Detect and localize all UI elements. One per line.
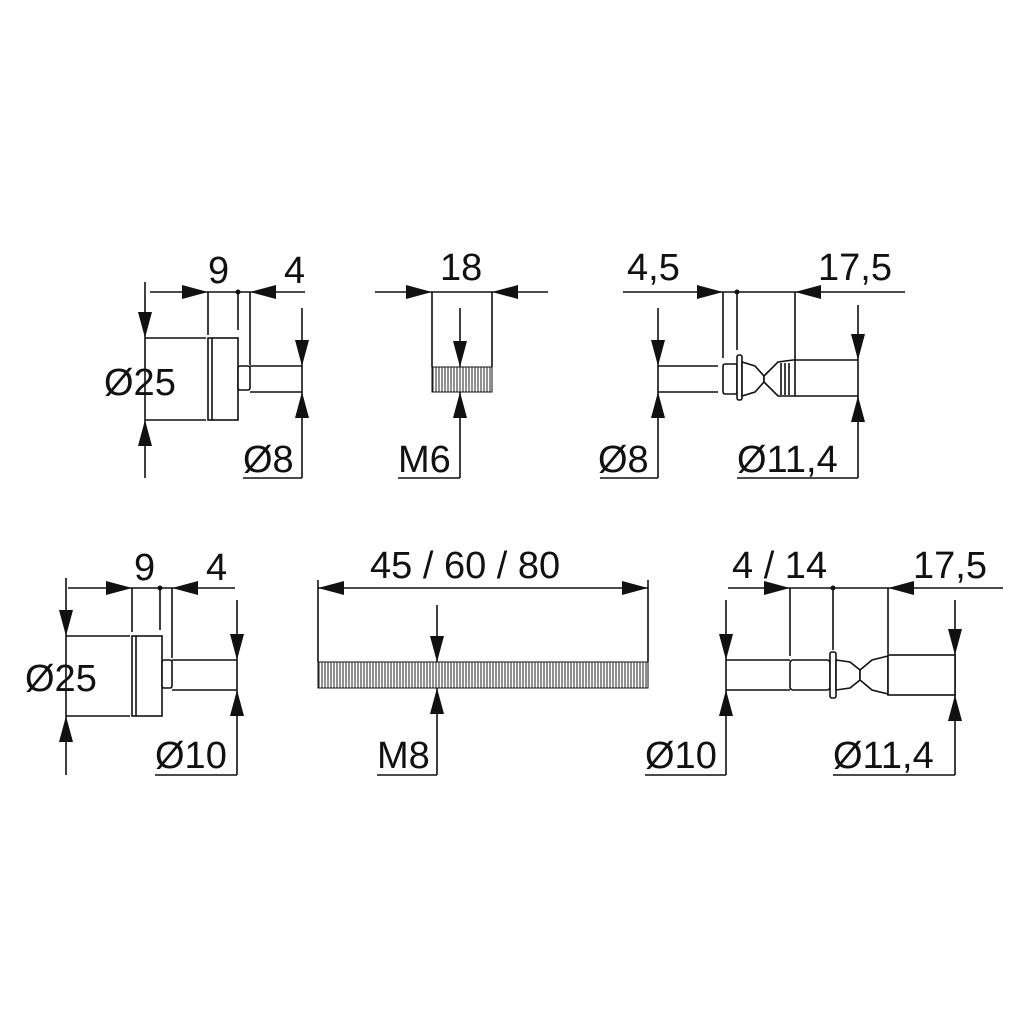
arrowhead-icon xyxy=(651,340,665,366)
arrowhead-icon xyxy=(948,629,962,655)
left-length-label: 4 / 14 xyxy=(732,545,827,587)
width-label: 9 xyxy=(208,250,229,292)
length-label: 45 / 60 / 80 xyxy=(370,545,560,587)
arrowhead-icon xyxy=(719,690,733,716)
arrowhead-icon xyxy=(697,285,723,299)
dimension-arrows xyxy=(59,285,962,742)
arrowhead-icon xyxy=(651,392,665,418)
thread-label: M6 xyxy=(398,439,451,481)
arrowhead-icon xyxy=(59,610,73,636)
arrowhead-icon xyxy=(851,334,865,360)
width-label: 9 xyxy=(134,547,155,589)
arrowhead-icon xyxy=(764,581,790,595)
head-diameter-label: Ø25 xyxy=(104,362,176,404)
arrowhead-icon xyxy=(106,581,132,595)
arrowhead-icon xyxy=(430,636,444,662)
part-knob-short: 9 4 Ø25 Ø8 xyxy=(104,250,305,481)
shaft-diameter-label: Ø10 xyxy=(155,735,227,777)
length-label: 18 xyxy=(440,247,482,289)
arrowhead-icon xyxy=(230,634,244,660)
right-diameter-label: Ø11,4 xyxy=(737,439,838,481)
arrowhead-icon xyxy=(138,420,152,446)
arrowhead-icon xyxy=(851,396,865,422)
arrowhead-icon xyxy=(182,285,208,299)
arrowhead-icon xyxy=(430,688,444,714)
part-pin-short: 4,5 17,5 Ø8 Ø11,4 xyxy=(598,247,905,481)
arrowhead-icon xyxy=(250,285,276,299)
arrowhead-icon xyxy=(948,695,962,721)
right-length-label: 17,5 xyxy=(913,545,987,587)
arrowhead-icon xyxy=(453,392,467,418)
arrowhead-icon xyxy=(59,716,73,742)
shaft-diameter-label: Ø8 xyxy=(243,439,294,481)
left-diameter-label: Ø10 xyxy=(645,735,717,777)
arrowhead-icon xyxy=(719,634,733,660)
arrowhead-icon xyxy=(795,285,821,299)
arrowhead-icon xyxy=(318,581,344,595)
left-length-label: 4,5 xyxy=(627,247,680,289)
arrowhead-icon xyxy=(172,581,198,595)
arrowhead-icon xyxy=(295,340,309,366)
arrowhead-icon xyxy=(453,341,467,367)
right-length-label: 17,5 xyxy=(818,247,892,289)
offset-label: 4 xyxy=(206,547,227,589)
arrowhead-icon xyxy=(138,312,152,338)
part-threaded-stud-short: 18 M6 xyxy=(375,247,548,481)
arrowhead-icon xyxy=(492,285,518,299)
part-pin-long: 4 / 14 17,5 Ø10 Ø11,4 xyxy=(645,545,1003,777)
arrowhead-icon xyxy=(888,581,914,595)
arrowhead-icon xyxy=(295,392,309,418)
thread-label: M8 xyxy=(377,735,430,777)
arrowhead-icon xyxy=(230,690,244,716)
head-diameter-label: Ø25 xyxy=(25,658,97,700)
part-threaded-rod-long: 45 / 60 / 80 M8 xyxy=(317,545,649,777)
offset-label: 4 xyxy=(284,250,305,292)
arrowhead-icon xyxy=(406,285,432,299)
left-diameter-label: Ø8 xyxy=(598,439,649,481)
part-knob-long: 9 4 Ø25 Ø10 xyxy=(25,547,238,777)
arrowhead-icon xyxy=(622,581,648,595)
right-diameter-label: Ø11,4 xyxy=(833,735,934,777)
